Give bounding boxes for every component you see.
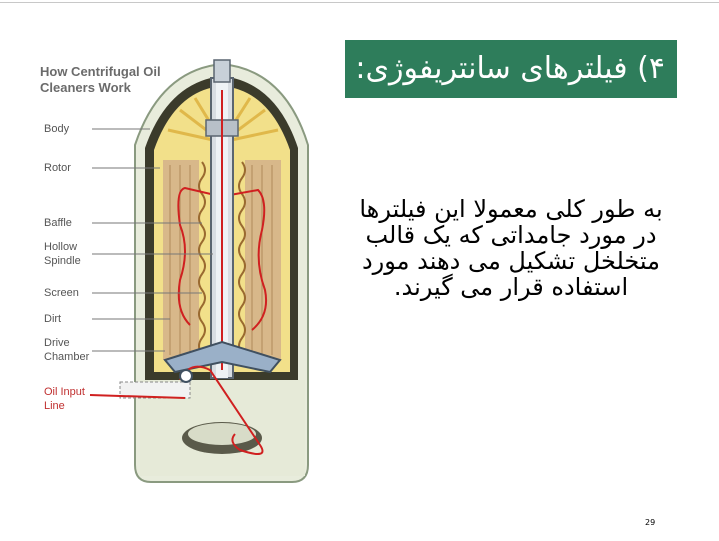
dirt-right: [245, 160, 281, 360]
label-screen: Screen: [44, 287, 79, 299]
slide-title: ۴) فیلترهای سانتریفوژی:: [345, 40, 677, 98]
label-rotor: Rotor: [44, 162, 71, 174]
flow-left: [177, 186, 216, 326]
label-body: Body: [44, 123, 70, 135]
diagram-title-line2: Cleaners Work: [40, 80, 131, 95]
centrifugal-cleaner-diagram: How Centrifugal Oil Cleaners Work Body R…: [30, 50, 335, 490]
label-spindle: Spindle: [44, 255, 81, 267]
drive-chamber: [163, 340, 282, 374]
label-baffle: Baffle: [44, 217, 72, 229]
spindle-top: [213, 59, 231, 83]
label-oil-input: Oil Input: [44, 386, 85, 398]
page-number: 29: [645, 518, 656, 527]
screen-right: [238, 161, 246, 355]
diagram-title: How Centrifugal Oil Cleaners Work: [40, 64, 180, 96]
label-line: Line: [44, 400, 65, 412]
label-chamber: Chamber: [44, 351, 90, 363]
dirt-texture: [169, 165, 273, 355]
oil-input-flow: [89, 394, 186, 399]
label-hollow: Hollow: [44, 241, 78, 253]
oil-return-flow: [179, 365, 264, 455]
diagram-title-line1: How Centrifugal Oil: [40, 64, 161, 79]
label-drive: Drive: [44, 337, 70, 349]
flow-right: [229, 188, 268, 331]
slide-body-text: به طور کلی معمولا این فیلترها در مورد جا…: [359, 195, 663, 301]
diagram-drawing: [30, 50, 335, 490]
top-divider: [0, 2, 719, 3]
label-dirt: Dirt: [44, 313, 62, 325]
nozzle: [179, 369, 193, 383]
screen-left: [198, 161, 206, 355]
leader-lines: [92, 128, 213, 352]
dirt-left: [163, 160, 199, 360]
